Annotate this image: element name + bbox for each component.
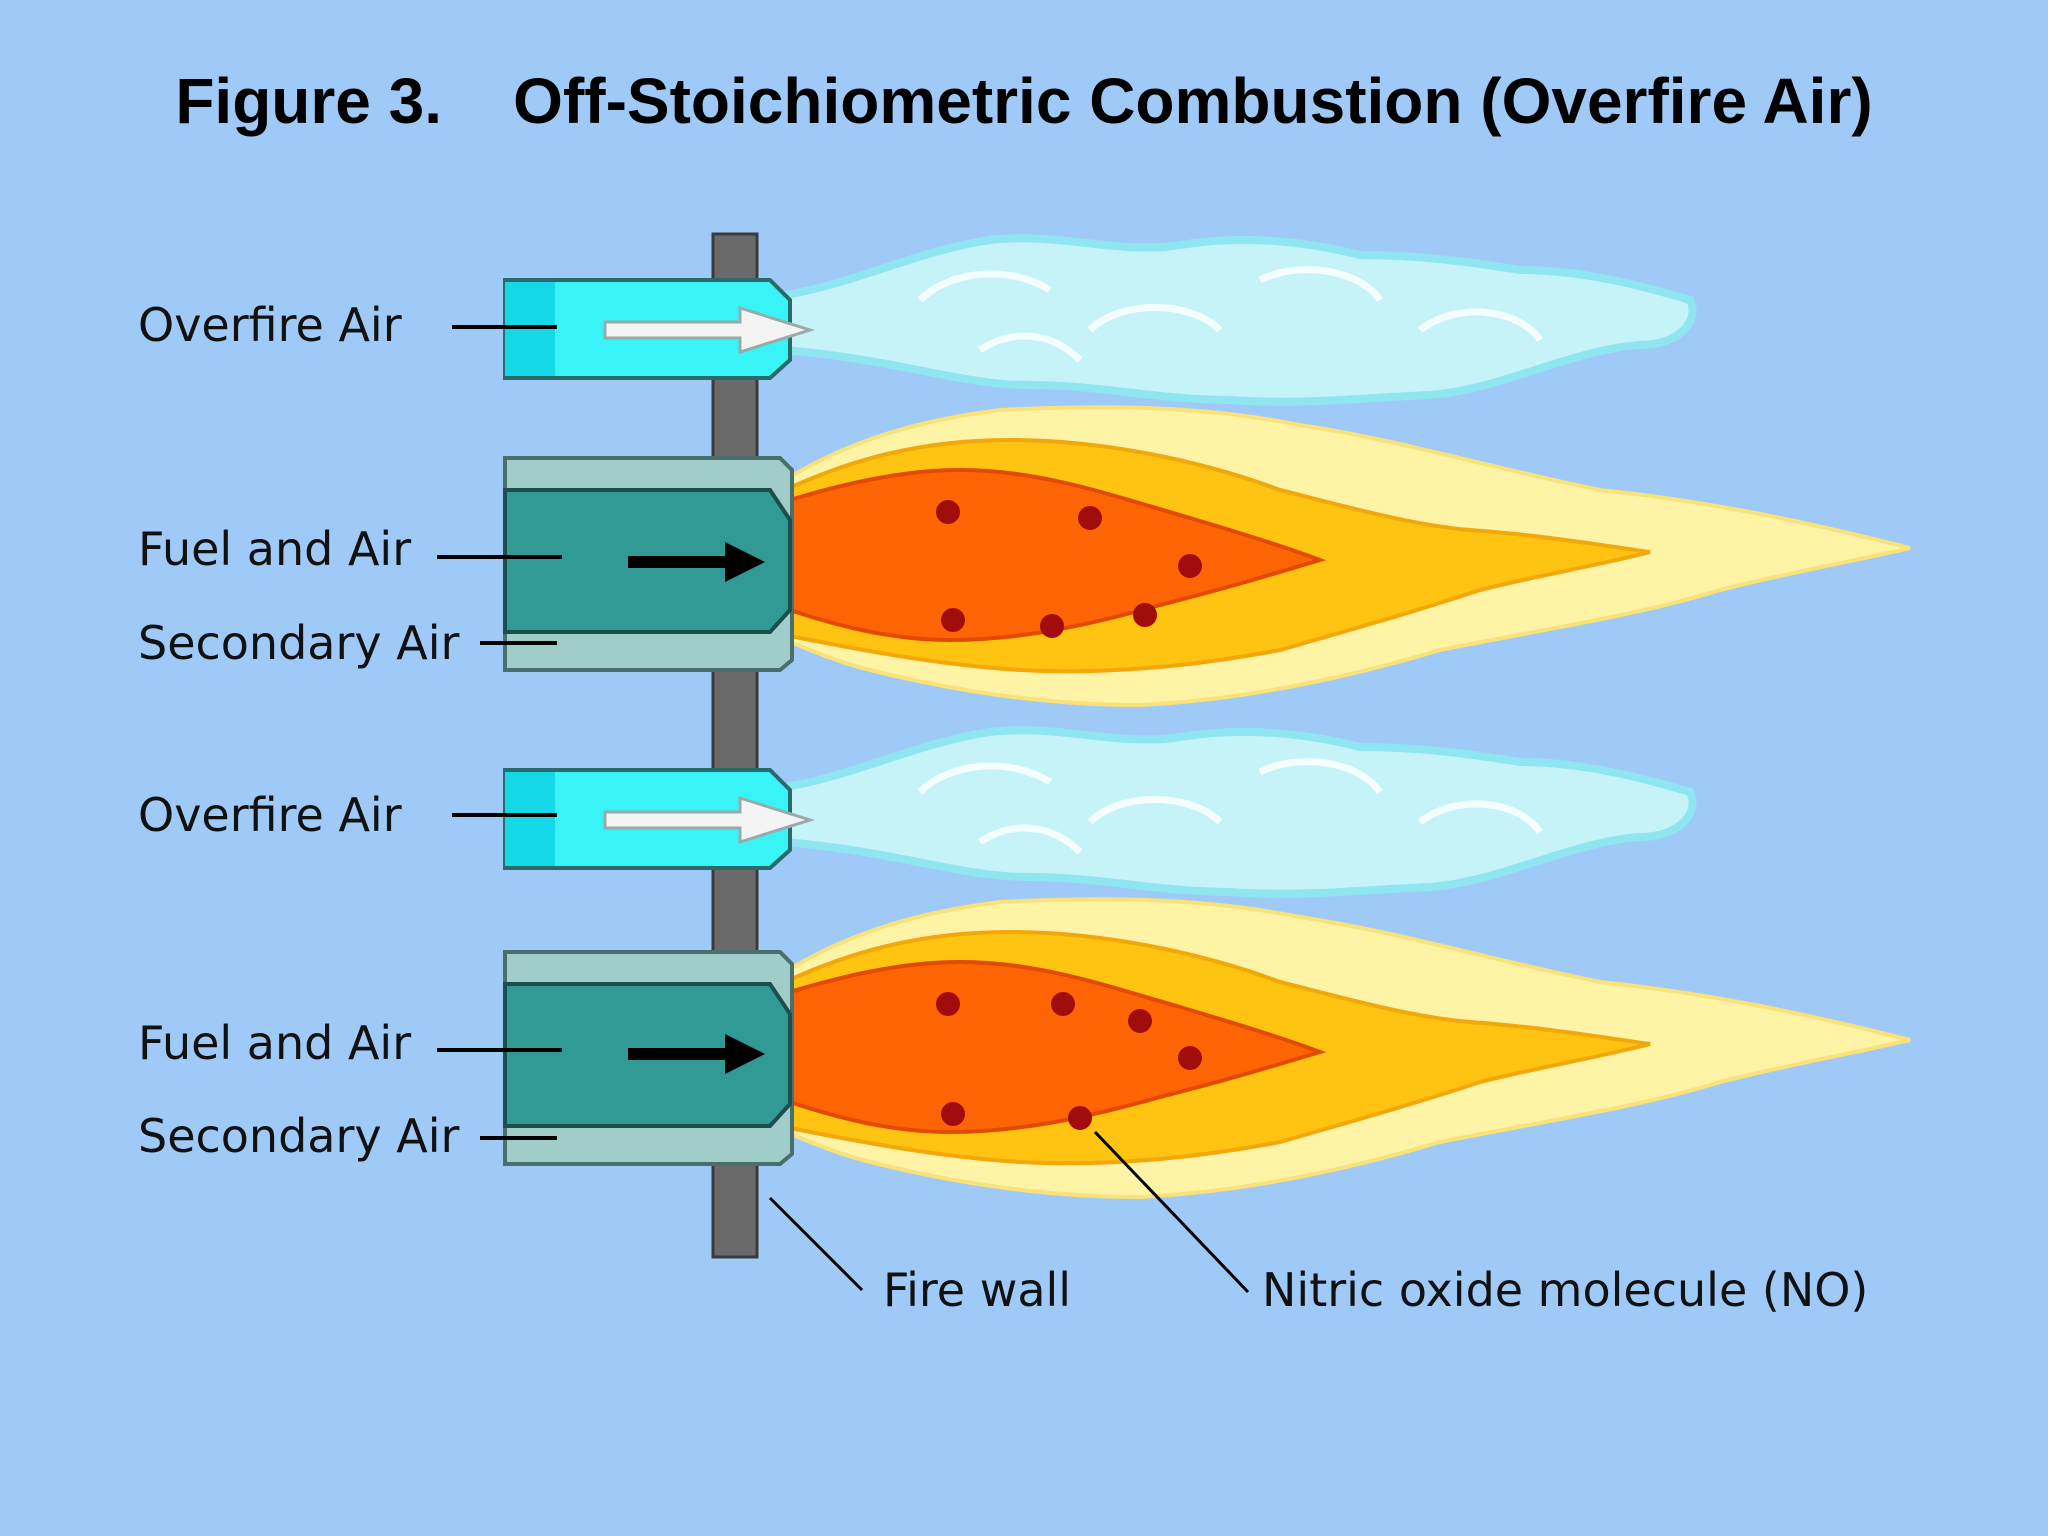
no-molecule	[936, 992, 960, 1016]
flame-top	[783, 405, 1911, 708]
label-secondary-air-top: Secondary Air	[138, 616, 460, 670]
fuel-air-arrow-bottom	[628, 1034, 765, 1074]
no-molecule	[1078, 506, 1102, 530]
fuel-air-arrow-top	[628, 542, 765, 582]
label-secondary-air-bottom: Secondary Air	[138, 1109, 460, 1163]
no-molecule	[1133, 603, 1157, 627]
overfire-air-plume-bottom	[781, 726, 1697, 898]
no-molecule	[941, 608, 965, 632]
no-molecules-bottom	[936, 992, 1202, 1130]
label-nitric-oxide-molecule: Nitric oxide molecule (NO)	[1262, 1263, 1869, 1317]
flame-bottom	[783, 897, 1911, 1200]
no-molecule	[1128, 1009, 1152, 1033]
no-molecules-top	[936, 500, 1202, 638]
no-molecule	[1178, 1046, 1202, 1070]
label-fuel-and-air-bottom: Fuel and Air	[138, 1016, 412, 1070]
leader-lines	[437, 325, 1250, 1294]
no-molecule	[1068, 1106, 1092, 1130]
leader-nitric-oxide	[1093, 1130, 1250, 1294]
no-molecule	[1051, 992, 1075, 1016]
no-molecule	[936, 500, 960, 524]
no-molecule	[1178, 554, 1202, 578]
overfire-air-plume-top	[781, 234, 1697, 406]
figure-title: Figure 3. Off-Stoichiometric Combustion …	[175, 65, 1873, 137]
no-molecule	[941, 1102, 965, 1126]
overfire-air-arrow-top	[603, 305, 816, 355]
label-overfire-air-top: Overfire Air	[138, 298, 402, 352]
label-fuel-and-air-top: Fuel and Air	[138, 522, 412, 576]
no-molecule	[1040, 614, 1064, 638]
label-fire-wall: Fire wall	[883, 1263, 1072, 1317]
label-overfire-air-bottom: Overfire Air	[138, 788, 402, 842]
leader-fire-wall	[768, 1196, 864, 1292]
overfire-air-arrow-bottom	[603, 795, 816, 845]
